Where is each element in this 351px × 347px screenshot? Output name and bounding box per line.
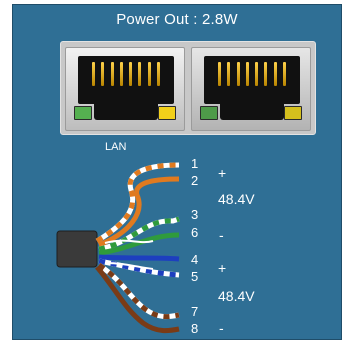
polarity-plus: +	[218, 165, 227, 181]
pin-number: 8	[191, 321, 199, 336]
jack-pins	[92, 62, 160, 86]
jack-notch	[220, 104, 284, 120]
pin-number: 2	[191, 173, 199, 188]
lan-label: LAN	[105, 141, 127, 153]
poe-status-panel: Power Out : 2.8W LA	[12, 4, 342, 340]
polarity-minus: -	[219, 320, 224, 336]
pin-number: 7	[191, 304, 199, 319]
pin-number: 6	[191, 225, 199, 240]
jack-opening	[78, 56, 174, 104]
ethernet-ports	[60, 41, 316, 135]
jack-notch	[94, 104, 158, 120]
activity-led-yellow	[158, 106, 176, 120]
pin-number: 1	[191, 156, 199, 171]
rj45-port-icon	[65, 47, 185, 131]
polarity-minus: -	[219, 227, 224, 243]
link-led-green	[200, 106, 218, 120]
rj45-port-icon	[191, 47, 311, 131]
polarity-plus: +	[218, 260, 227, 276]
pin-number: 3	[191, 207, 199, 222]
pin-number: 5	[191, 269, 199, 284]
voltage-reading: 48.4V	[218, 191, 255, 207]
jack-opening	[204, 56, 300, 104]
link-led-green	[74, 106, 92, 120]
pin-number: 4	[191, 252, 199, 267]
voltage-reading: 48.4V	[218, 288, 255, 304]
activity-led-yellow	[284, 106, 302, 120]
jack-pins	[218, 62, 286, 86]
power-output-title: Power Out : 2.8W	[116, 11, 238, 28]
ethernet-cable-icon	[56, 162, 180, 334]
